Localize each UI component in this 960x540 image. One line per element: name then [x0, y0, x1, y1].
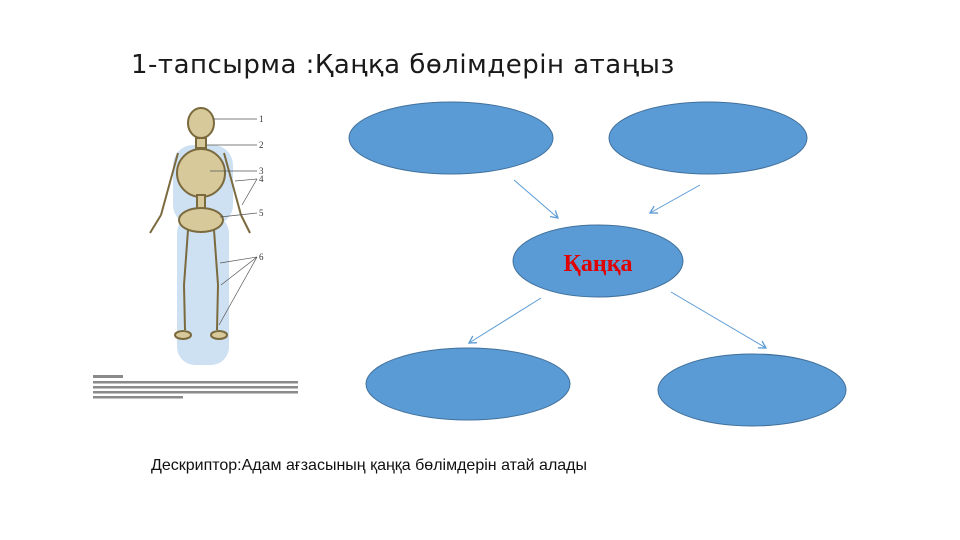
figure-label: 5: [259, 208, 264, 218]
blank-node-top-right[interactable]: [608, 101, 808, 175]
figure-label: 1: [259, 114, 264, 124]
slide-title: 1-тапсырма :Қаңқа бөлімдерін атаңыз: [131, 50, 675, 80]
arrow: [513, 179, 559, 219]
center-node: [512, 224, 684, 298]
label-lines: [207, 118, 258, 326]
blank-node-bottom-left[interactable]: [365, 347, 571, 421]
figure-label: 3: [259, 166, 264, 176]
skeleton: [149, 107, 251, 340]
descriptor-text: Дескриптор:Адам ағзасының қаңқа бөлімдер…: [151, 457, 588, 474]
arrow: [648, 184, 701, 214]
arrow: [670, 291, 768, 349]
figure-caption: [93, 375, 298, 399]
blank-node-top-left[interactable]: [348, 101, 554, 175]
arrow: [467, 297, 542, 344]
skeleton-figure: 1 2 3 4 5 6: [93, 107, 298, 399]
figure-label: 4: [259, 174, 264, 184]
figure-label: 2: [259, 140, 264, 150]
figure-label: 6: [259, 252, 264, 262]
center-node-label: Қаңқа: [563, 251, 632, 277]
blank-node-bottom-right[interactable]: [657, 353, 847, 427]
